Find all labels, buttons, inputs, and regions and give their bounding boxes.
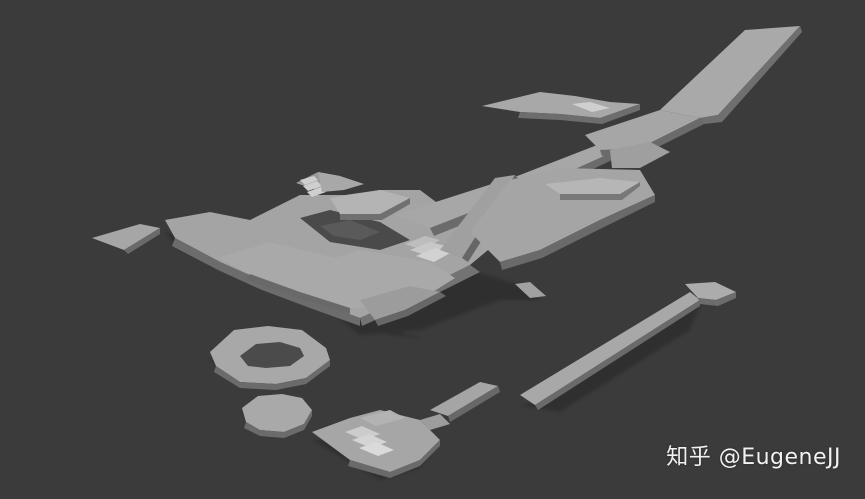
stair-tower bbox=[296, 172, 410, 220]
upper-pad bbox=[482, 92, 640, 124]
octagon-ring bbox=[210, 326, 330, 390]
long-corridor bbox=[520, 282, 736, 410]
central-pit bbox=[300, 210, 410, 250]
center-stair bbox=[405, 236, 452, 262]
small-wedge bbox=[515, 282, 546, 298]
upper-corridor bbox=[585, 110, 704, 168]
lower-terrace bbox=[218, 242, 455, 326]
bottom-corridor bbox=[420, 382, 500, 430]
long-ramp bbox=[660, 26, 802, 124]
bottom-stair-block bbox=[312, 410, 440, 478]
left-ramp-block bbox=[92, 224, 160, 254]
watermark-text: 知乎 @EugeneJJ bbox=[666, 445, 841, 470]
octagon-disc bbox=[242, 394, 312, 438]
right-plaza bbox=[470, 168, 655, 270]
